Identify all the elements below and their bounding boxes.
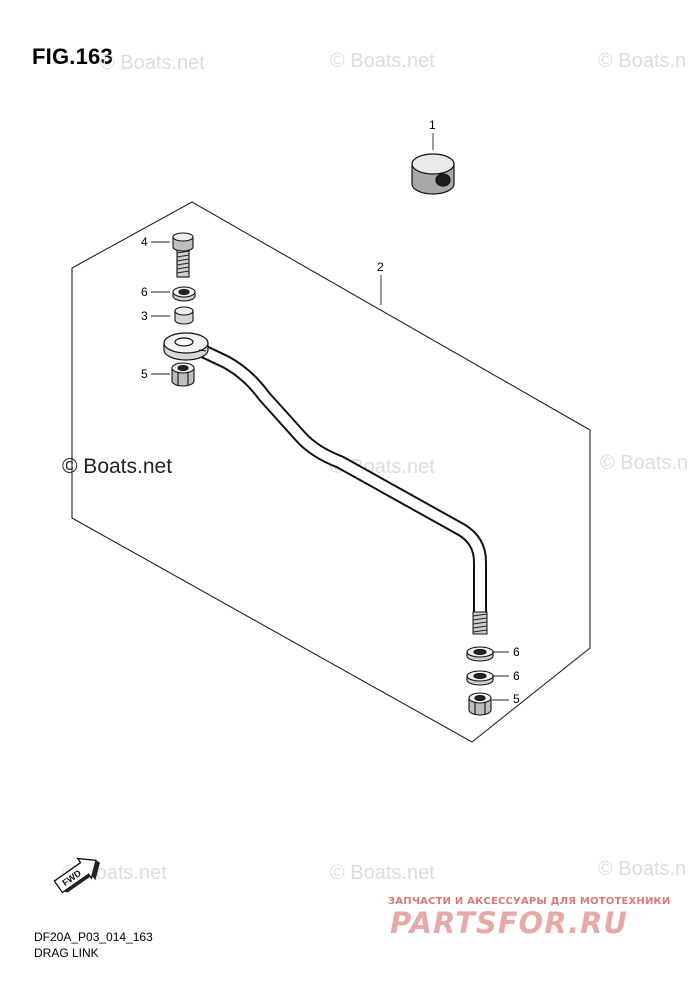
shop-watermark-logo: PARTSFOR.RU — [390, 906, 628, 940]
figure-code: DF20A_P03_014_163 — [34, 930, 153, 944]
callout-part-6-top: 6 — [141, 285, 148, 299]
part1-nut — [411, 153, 455, 195]
part2-rod-eye — [163, 332, 209, 361]
watermark-text: © Boats.n — [598, 858, 687, 880]
part6-washer-bottom-a — [466, 646, 494, 662]
callout-part-4: 4 — [141, 235, 148, 249]
watermark-text-dark: © Boats.net — [62, 455, 173, 478]
part3-collar — [174, 306, 194, 325]
watermark-text: © Boats.net — [330, 862, 435, 884]
part2-drag-link — [181, 337, 487, 619]
figure-name: DRAG LINK — [34, 946, 99, 960]
callout-part-3: 3 — [141, 309, 148, 323]
part5-nut-top — [171, 362, 195, 387]
part4-bolt — [172, 232, 194, 278]
part2-thread-end — [472, 611, 488, 635]
watermark-text: © Boats.net — [100, 52, 205, 74]
fwd-arrow-icon: FWD — [53, 857, 100, 894]
callout-part-2: 2 — [377, 260, 384, 274]
watermark-text: © Boats.n — [598, 50, 687, 72]
part6-washer-bottom-b — [466, 670, 494, 686]
assembly-outline — [71, 201, 591, 743]
leader-lines — [151, 133, 509, 701]
callout-part-5-top: 5 — [141, 367, 148, 381]
part6-washer-top — [172, 286, 196, 302]
callout-part-6-bottom-a: 6 — [513, 645, 520, 659]
callout-part-6-bottom-b: 6 — [513, 669, 520, 683]
callout-part-1: 1 — [429, 118, 436, 132]
part5-nut-bottom — [468, 692, 492, 716]
watermark-text: © Boats.net — [330, 50, 435, 72]
watermark-text: © Boats.n — [600, 452, 689, 474]
figure-title: FIG.163 — [32, 44, 113, 69]
callout-part-5-bottom: 5 — [513, 692, 520, 706]
shop-watermark-tagline: ЗАПЧАСТИ И АКСЕССУАРЫ ДЛЯ МОТОТЕХНИКИ — [388, 896, 671, 907]
